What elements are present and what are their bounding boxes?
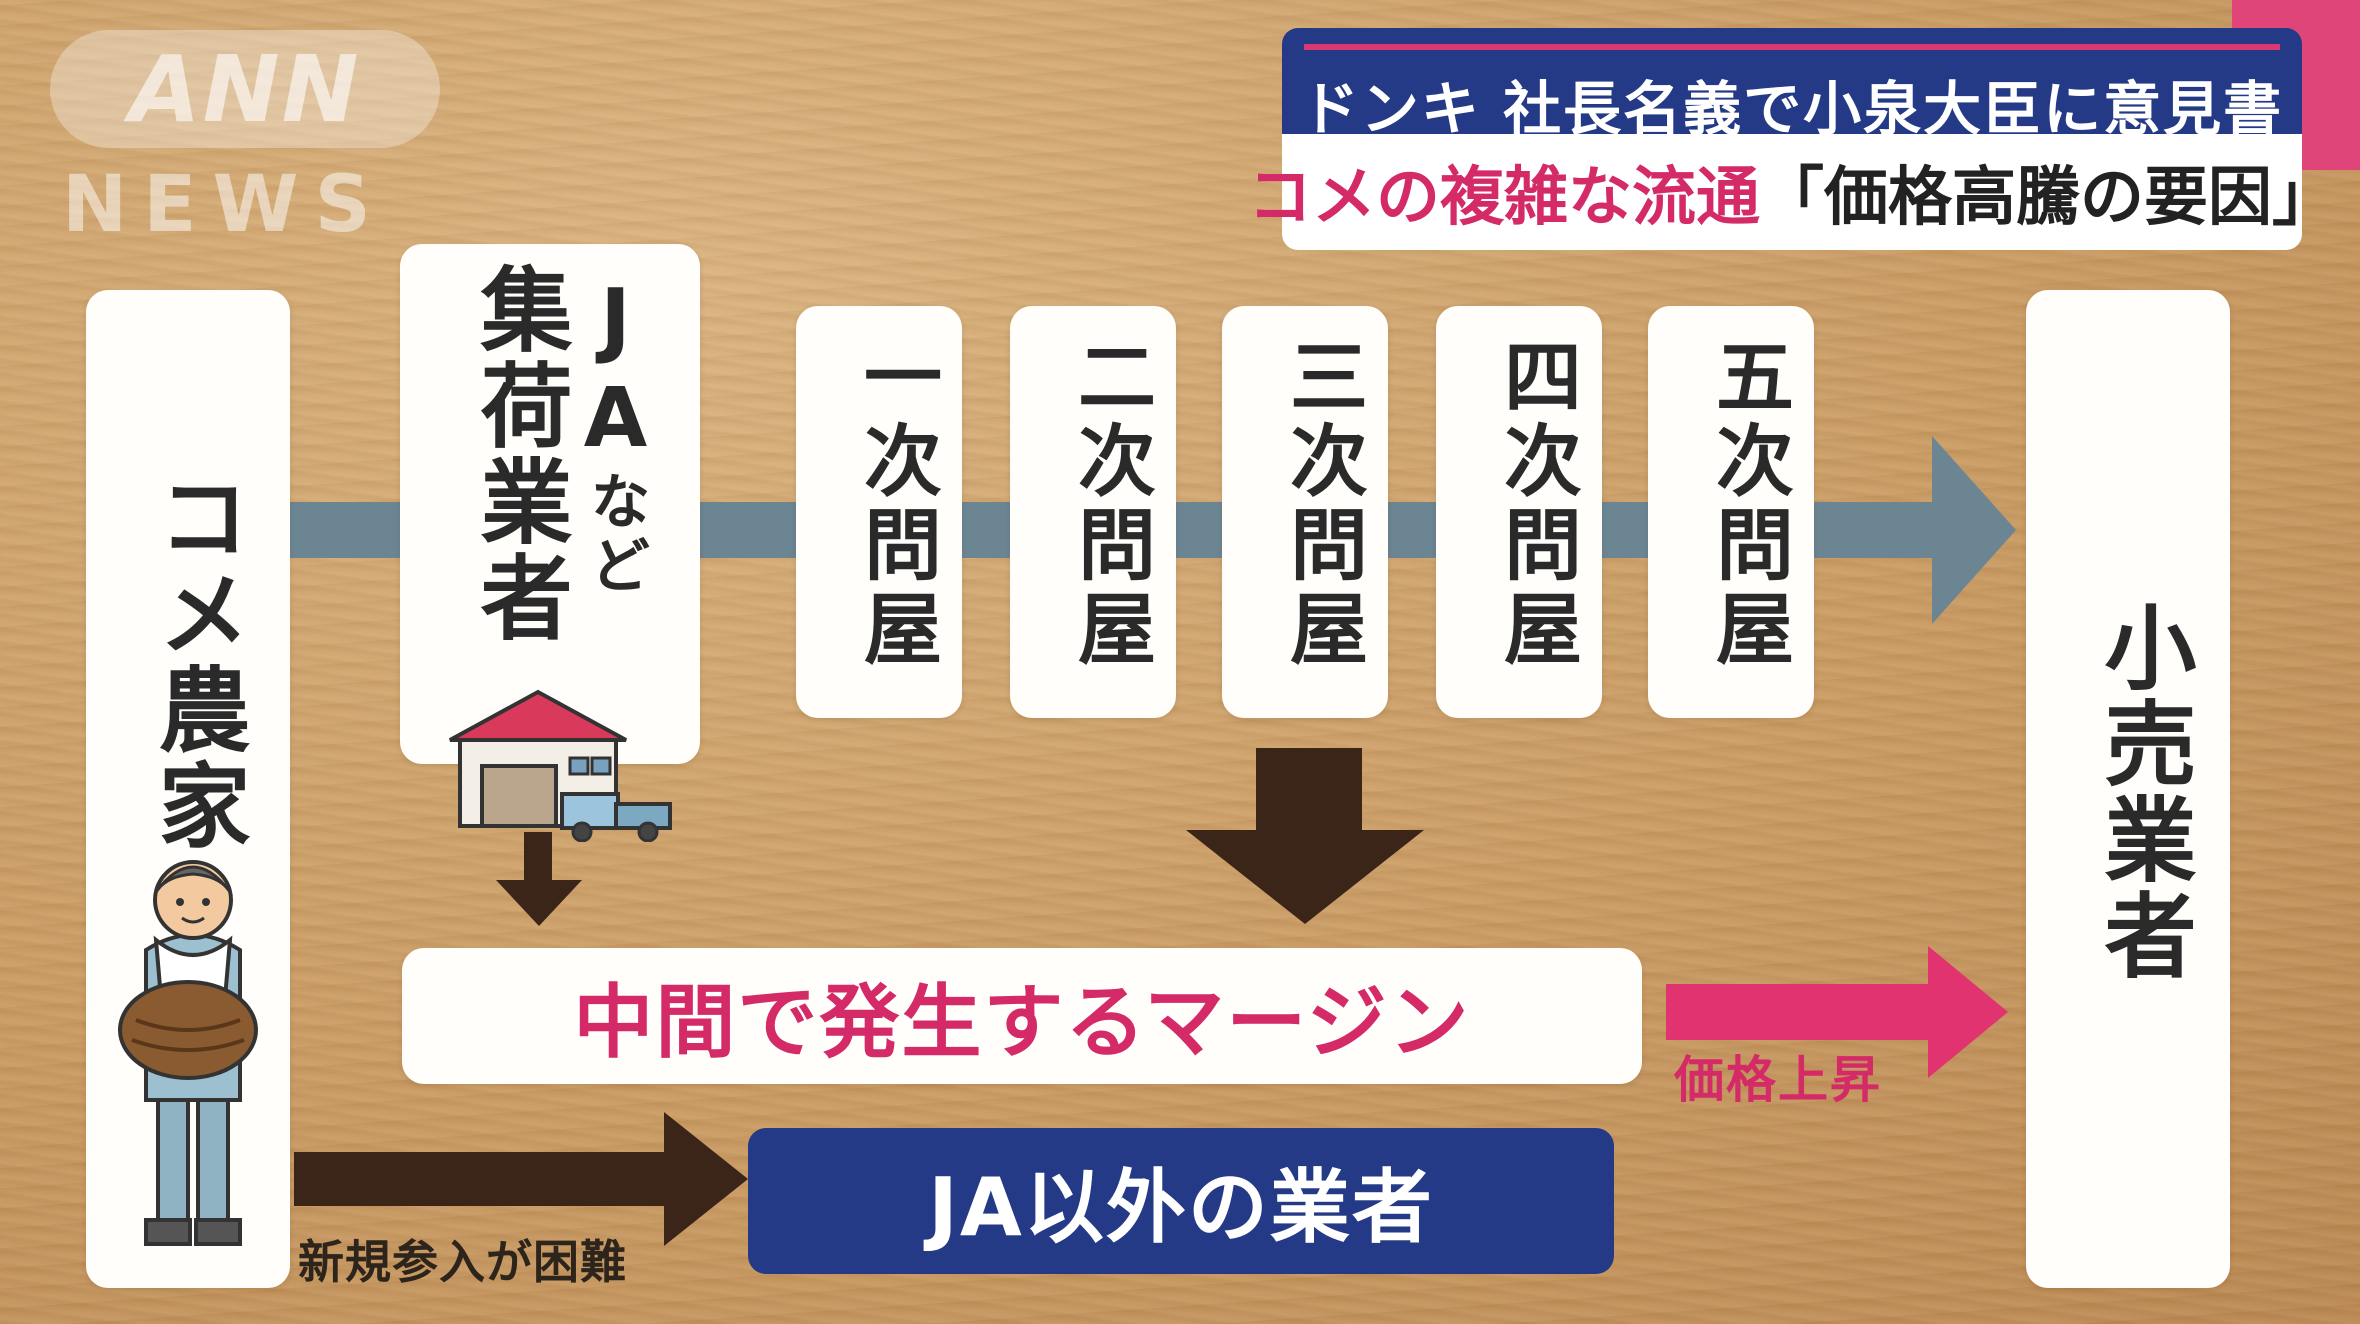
farmer-label: コメ農家	[143, 470, 250, 854]
wholesaler-5-box	[1648, 306, 1814, 718]
headline-subject: コメの複雑な流通	[1248, 161, 1760, 235]
farmer-illustration-icon	[118, 860, 258, 1246]
price-rise-label: 価格上昇	[1674, 1051, 1882, 1109]
headline-top-banner: ドンキ 社長名義で小泉大臣に意見書	[1282, 28, 2302, 143]
wholesaler-1-label: 一次問屋	[851, 336, 941, 672]
wholesaler-3-box	[1222, 306, 1388, 718]
ja-label: JAなど	[568, 272, 663, 598]
ja-down-arrow-shaft	[524, 832, 552, 884]
headline-top-text: ドンキ 社長名義で小泉大臣に意見書	[1300, 75, 2284, 143]
ja-label-main: JA	[568, 272, 663, 470]
margin-box: 中間で発生するマージン	[402, 948, 1642, 1084]
price-rise-arrow-shaft	[1666, 984, 1962, 1040]
wholesaler-4-label: 四次問屋	[1491, 336, 1581, 672]
entry-arrow-head	[664, 1112, 748, 1246]
wholesaler-3-label: 三次問屋	[1277, 336, 1367, 672]
retailer-label: 小売業者	[2089, 600, 2196, 984]
collector-label: 集荷業者	[465, 262, 572, 646]
wholesaler-1-box	[796, 306, 962, 718]
wholesaler-5-label: 五次問屋	[1703, 336, 1793, 672]
ja-down-arrow-head	[496, 880, 582, 926]
ann-logo: ANN	[50, 30, 440, 148]
main-flow-arrow-head	[1932, 436, 2016, 624]
headline-bottom-banner: コメの複雑な流通「価格高騰の要因」	[1248, 134, 2336, 250]
ja-collector-box	[400, 244, 700, 764]
price-rise-arrow-head	[1928, 946, 2008, 1078]
entry-difficulty-label: 新規参入が困難	[298, 1235, 627, 1289]
warehouse-truck-icon	[449, 689, 672, 842]
wholesaler-2-label: 二次問屋	[1065, 336, 1155, 672]
entry-arrow-shaft	[294, 1152, 684, 1206]
margin-down-arrow-shaft	[1256, 748, 1362, 832]
non-ja-companies-box: JA以外の業者	[748, 1128, 1614, 1274]
retailer-box	[2026, 290, 2230, 1288]
wholesaler-2-box	[1010, 306, 1176, 718]
headline-pink-line	[1304, 44, 2280, 50]
ann-logo-text: ANN	[129, 35, 361, 143]
margin-down-arrow-head	[1186, 830, 1424, 924]
ja-label-suffix: など	[580, 470, 650, 598]
news-logo-text: NEWS	[62, 160, 387, 250]
headline-quote: 「価格高騰の要因」	[1760, 161, 2336, 235]
wholesaler-4-box	[1436, 306, 1602, 718]
